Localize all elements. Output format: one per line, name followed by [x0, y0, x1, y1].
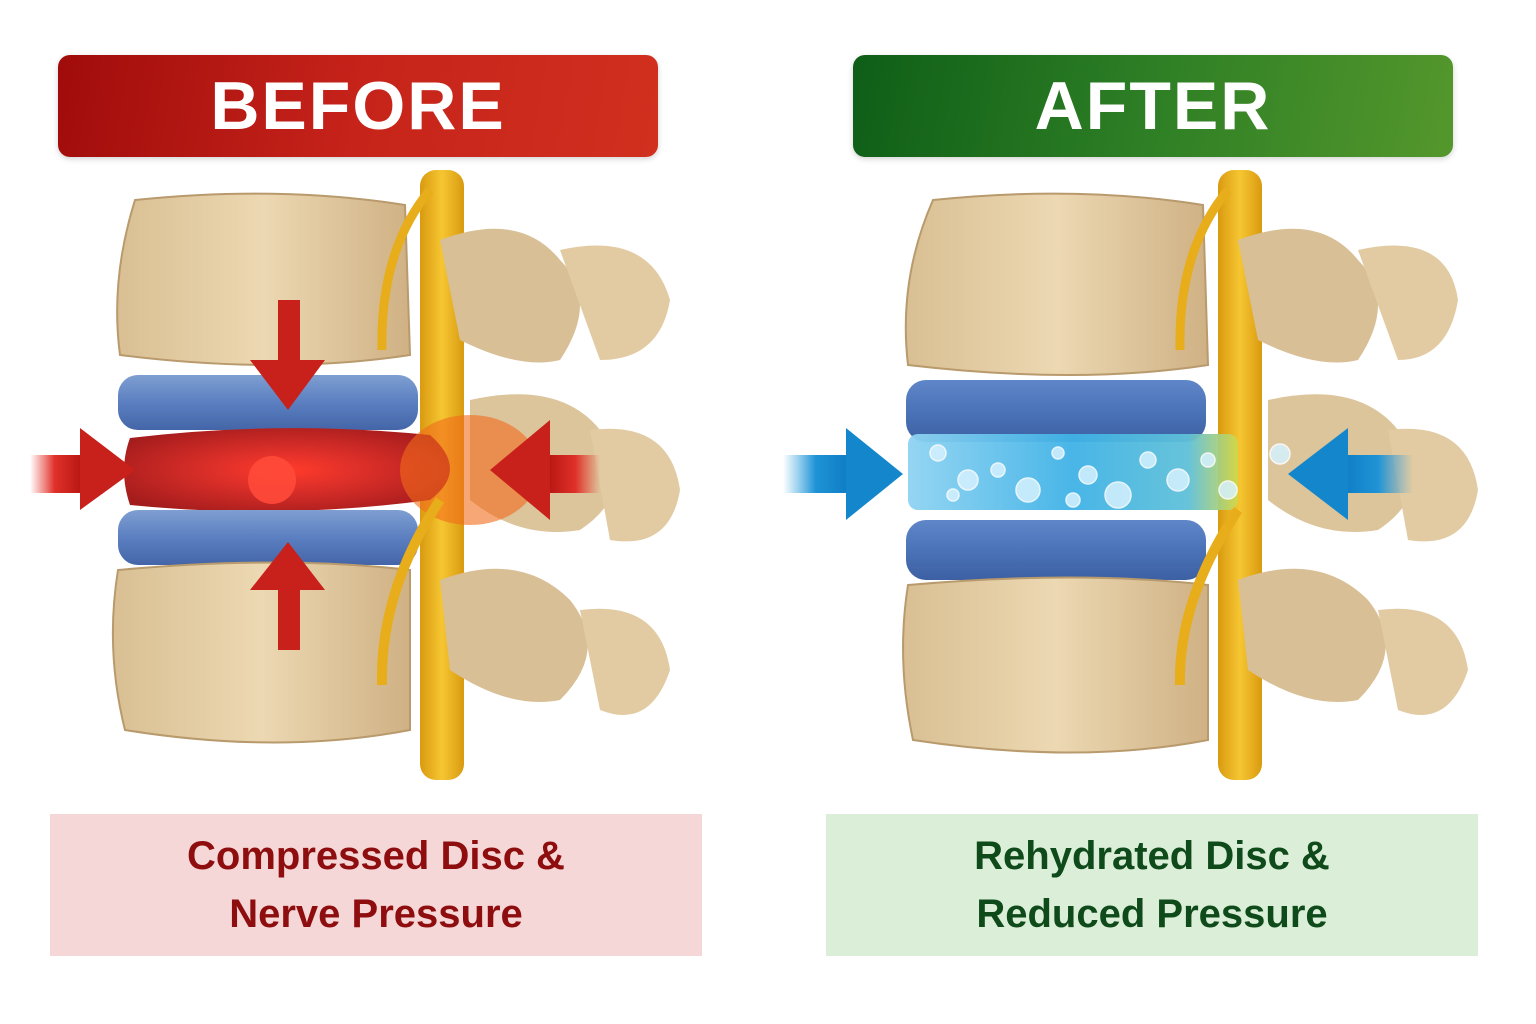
compression-arrow-down [250, 300, 325, 410]
lower-vertebra [902, 576, 1209, 754]
lower-disc [906, 520, 1206, 580]
rehydrated-disc [908, 434, 1238, 510]
before-caption-line2: Nerve Pressure [229, 892, 523, 936]
compression-arrow-left [490, 420, 600, 520]
inflammation-hotspot [248, 456, 296, 504]
before-caption: Compressed Disc & Nerve Pressure [50, 814, 702, 956]
hydration-arrow-right [783, 428, 903, 520]
before-banner-label: BEFORE [210, 68, 506, 144]
upper-disc [118, 375, 418, 430]
upper-disc [906, 380, 1206, 442]
lower-vertebra [111, 561, 411, 744]
after-banner: AFTER [853, 55, 1453, 157]
lower-disc [118, 510, 418, 565]
after-caption-line1: Rehydrated Disc & [974, 834, 1330, 878]
rehydrated-spine-illustration [783, 170, 1478, 780]
hydration-arrow-left [1288, 428, 1413, 520]
before-panel: BEFORE [30, 55, 702, 956]
after-caption-line2: Reduced Pressure [976, 892, 1328, 936]
after-banner-label: AFTER [1034, 68, 1272, 144]
upper-vertebra [116, 192, 412, 366]
water-bubbles [929, 443, 1291, 509]
compression-arrow-up [250, 542, 325, 650]
after-caption: Rehydrated Disc & Reduced Pressure [826, 814, 1478, 956]
after-panel: AFTER [768, 0, 1536, 1024]
compressed-spine-illustration [30, 170, 680, 780]
compression-arrow-right [30, 428, 135, 510]
upper-vertebra [904, 192, 1210, 376]
before-banner: BEFORE [58, 55, 658, 157]
before-caption-line1: Compressed Disc & [187, 834, 565, 878]
